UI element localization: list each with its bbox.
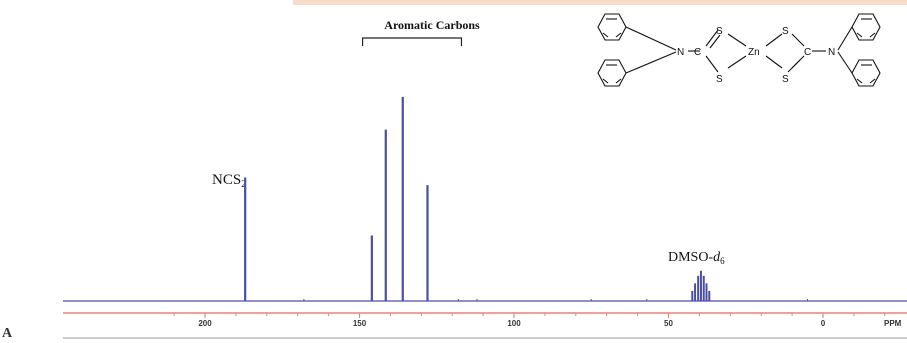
tick-label: 100 bbox=[507, 319, 521, 328]
phenyl-ring bbox=[851, 59, 881, 87]
structure-atom-label: S bbox=[716, 74, 723, 85]
structure-atom-label: S bbox=[782, 26, 789, 37]
phenyl-ring bbox=[597, 13, 627, 41]
dmso-label: DMSO-d6 bbox=[668, 250, 725, 266]
structure-atom-label: C bbox=[804, 47, 811, 58]
peaks bbox=[244, 96, 429, 301]
x-unit-label: PPM bbox=[884, 319, 902, 328]
panel-letter: A bbox=[2, 326, 13, 341]
structure-atom-label: C bbox=[694, 47, 701, 58]
top-decorative-bar bbox=[293, 0, 907, 5]
phenyl-ring bbox=[597, 59, 627, 87]
tick-label: 50 bbox=[664, 319, 673, 328]
ncs2-label: NCS2 bbox=[212, 172, 246, 190]
spectrum-baseline bbox=[63, 299, 907, 302]
structure-atom-label: Zn bbox=[748, 47, 760, 58]
tick-label: 200 bbox=[198, 319, 212, 328]
structure-atom-label: N bbox=[677, 47, 684, 58]
aromatic-carbons-label: Aromatic Carbons bbox=[384, 18, 480, 32]
tick-label: 150 bbox=[353, 319, 367, 328]
structure-atom-label: N bbox=[828, 47, 835, 58]
zinc-dithiocarbamate-structure bbox=[597, 13, 881, 87]
x-axis: 200 150 100 50 0 PPM bbox=[63, 312, 907, 339]
tick-label: 0 bbox=[821, 319, 826, 328]
aromatic-bracket bbox=[361, 37, 463, 46]
bracket-line bbox=[361, 37, 463, 46]
phenyl-ring bbox=[851, 13, 881, 41]
solvent-multiplet bbox=[691, 270, 711, 301]
structure-atom-label: S bbox=[716, 26, 723, 37]
structure-atom-label: S bbox=[782, 74, 789, 85]
